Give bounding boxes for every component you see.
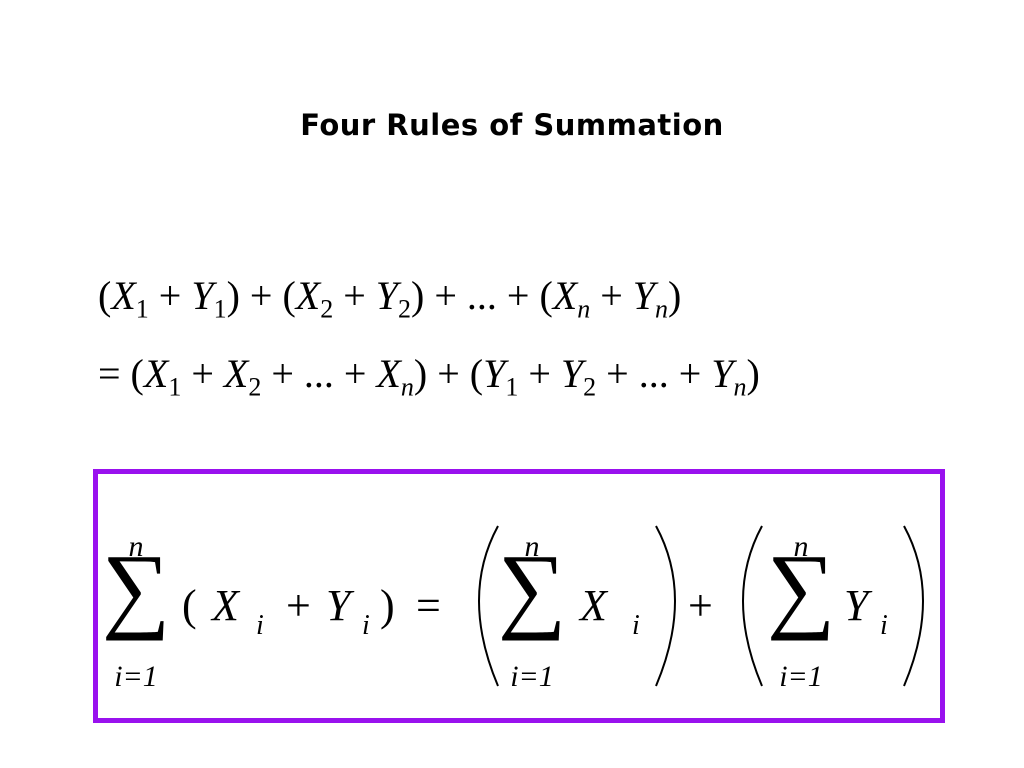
var-x: X [376,351,401,396]
subscript: n [655,294,669,324]
subscript: 1 [213,294,227,324]
lhs-paren-open: ( [182,581,197,630]
var-y: Y [375,273,399,318]
operator-text: ) + ( [226,273,296,318]
var-y: Y [632,273,656,318]
var-x: X [210,581,241,630]
summation-rule-box: n ∑ i=1 ( X i + Y i ) = n ∑ i=1 X i + n … [93,469,945,723]
var-x: X [223,351,249,396]
var-y: Y [483,351,506,396]
subscript: n [733,372,747,402]
var-x: X [578,581,609,630]
big-paren-open [742,525,763,687]
subscript-i: i [362,610,370,641]
big-paren-close [655,525,676,687]
subscript-i: i [880,610,888,641]
big-paren-open [478,525,499,687]
subscript-i: i [256,610,264,641]
var-x: X [111,273,136,318]
operator-text: ) + ( [413,351,484,396]
sigma-symbol: ∑ [102,534,170,641]
operator-text: + ... + [596,351,712,396]
var-y: Y [326,581,355,630]
plus-sign: + [518,351,561,396]
upper-limit: n [525,530,540,563]
subscript: 1 [135,294,149,324]
plus-sign: + [590,273,633,318]
subscript: 2 [583,372,597,402]
subscript: 2 [398,294,412,324]
equals-sign: = [416,581,441,630]
operator-text: + ... + [261,351,377,396]
sigma-symbol: ∑ [498,534,566,641]
subscript: 2 [248,372,262,402]
expanded-sum-line: (X1 + Y1) + (X2 + Y2) + ... + (Xn + Yn) [98,276,681,322]
subscript: 1 [505,372,519,402]
paren-open: ( [98,273,112,318]
operator-text: = ( [98,351,144,396]
var-y: Y [844,581,873,630]
lhs-paren-close: ) [380,581,395,630]
paren-close: ) [746,351,760,396]
paren-close: ) [668,273,682,318]
subscript: 1 [168,372,182,402]
subscript-i: i [632,610,640,641]
plus-sign: + [286,581,311,630]
plus-sign: + [688,581,713,630]
sigma-symbol: ∑ [767,534,835,641]
plus-sign: + [181,351,224,396]
regrouped-sum-line: = (X1 + X2 + ... + Xn) + (Y1 + Y2 + ... … [98,354,760,400]
plus-sign: + [148,273,192,318]
slide-title: Four Rules of Summation [300,108,724,142]
summation-rule-formula: n ∑ i=1 ( X i + Y i ) = n ∑ i=1 X i + n … [102,525,924,693]
var-y: Y [711,351,734,396]
upper-limit: n [129,530,144,563]
subscript: n [577,294,591,324]
plus-sign: + [333,273,376,318]
subscript: 2 [320,294,334,324]
big-paren-close [903,525,924,687]
var-y: Y [560,351,584,396]
lower-limit: i=1 [114,660,158,693]
var-y: Y [191,273,214,318]
upper-limit: n [794,530,809,563]
var-x: X [143,351,169,396]
lower-limit: i=1 [779,660,823,693]
lower-limit: i=1 [510,660,554,693]
var-x: X [295,273,321,318]
operator-text: ) + ... + ( [411,273,553,318]
var-x: X [552,273,578,318]
subscript: n [400,372,414,402]
